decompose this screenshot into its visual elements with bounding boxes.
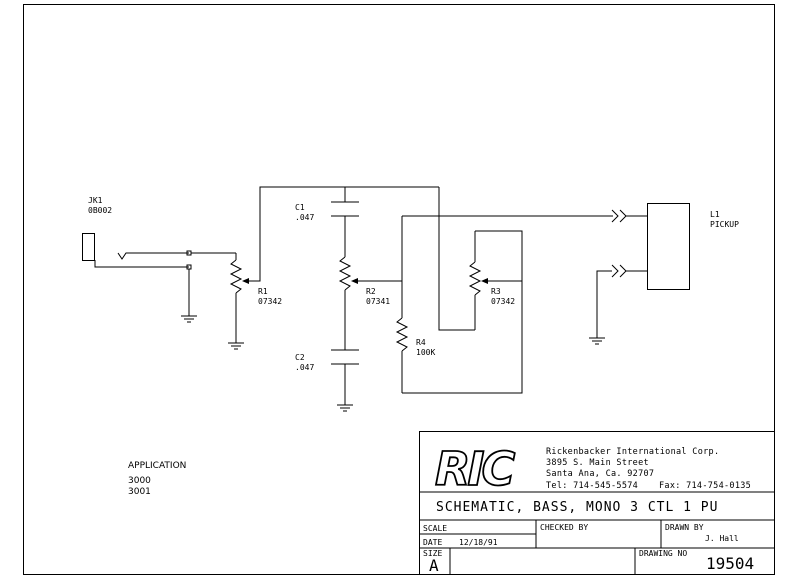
r1-part: 07342 <box>258 297 282 306</box>
application-model-2: 3001 <box>128 487 151 497</box>
company-phone: Tel: 714-545-5574 <box>546 481 638 491</box>
ground-c2 <box>337 404 353 412</box>
size-value: A <box>429 556 439 575</box>
r1-ref: R1 <box>258 287 268 296</box>
resistor-r1: R1 07342 <box>229 186 439 343</box>
ground-pickup <box>589 337 605 345</box>
drawing-no-value: 19504 <box>706 554 754 573</box>
drawing-title: SCHEMATIC, BASS, MONO 3 CTL 1 PU <box>436 500 718 515</box>
capacitor-c1: C1 .047 <box>295 187 359 257</box>
sheet-border <box>23 4 775 575</box>
application-note: APPLICATION 3000 3001 <box>128 461 186 497</box>
r2-ref: R2 <box>366 287 376 296</box>
drawn-by-value: J. Hall <box>705 534 739 543</box>
company-fax: Fax: 714-754-0135 <box>659 481 751 491</box>
jack-jk1: JK1 0B002 <box>82 196 236 316</box>
c1-value: .047 <box>295 213 314 222</box>
title-block: RIC Rickenbacker International Corp. 389… <box>419 431 775 575</box>
l1-ref: L1 <box>710 210 720 219</box>
date-label: DATE <box>423 538 442 547</box>
c1-ref: C1 <box>295 203 305 212</box>
company-address-1: 3895 S. Main Street <box>546 458 649 468</box>
wire-hot <box>402 187 613 331</box>
drawn-by-label: DRAWN BY <box>665 523 704 532</box>
ground-r1 <box>228 342 244 350</box>
scale-label: SCALE <box>423 524 447 533</box>
resistor-r3: R3 07342 <box>468 231 522 330</box>
resistor-r4: R4 100K <box>395 216 523 394</box>
jk1-ref: JK1 <box>88 196 103 205</box>
l1-name: PICKUP <box>710 220 739 229</box>
pickup-l1: L1 PICKUP <box>596 203 739 338</box>
c2-ref: C2 <box>295 353 305 362</box>
date-value: 12/18/91 <box>459 538 498 547</box>
r4-ref: R4 <box>416 338 426 347</box>
ric-logo: RIC <box>435 442 516 496</box>
company-name: Rickenbacker International Corp. <box>546 447 719 457</box>
drawing-no-label: DRAWING NO <box>639 549 687 558</box>
c2-value: .047 <box>295 363 314 372</box>
checked-by-label: CHECKED BY <box>540 523 588 532</box>
company-address-2: Santa Ana, Ca. 92707 <box>546 469 654 479</box>
application-label: APPLICATION <box>128 461 186 471</box>
r3-ref: R3 <box>491 287 501 296</box>
application-model-1: 3000 <box>128 476 151 486</box>
jk1-part: 0B002 <box>88 206 112 215</box>
r4-value: 100K <box>416 348 435 357</box>
capacitor-c2: C2 .047 <box>295 349 359 405</box>
size-label: SIZE <box>423 549 442 558</box>
ground-jack <box>181 315 197 323</box>
r3-part: 07342 <box>491 297 515 306</box>
r2-part: 07341 <box>366 297 390 306</box>
resistor-r2: R2 07341 <box>338 256 402 350</box>
